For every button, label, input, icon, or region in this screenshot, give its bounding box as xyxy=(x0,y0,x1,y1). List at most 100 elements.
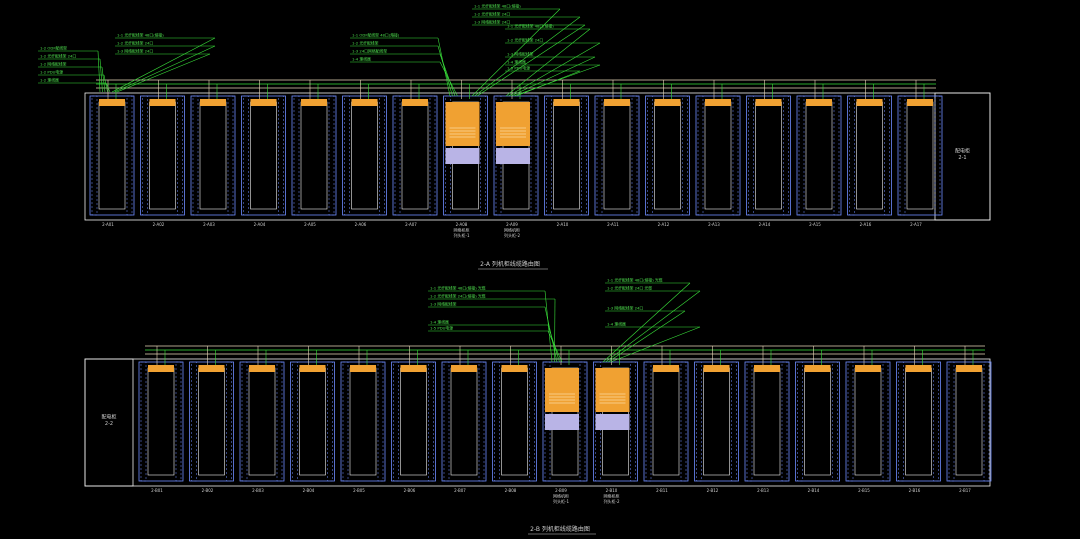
leader-line xyxy=(510,56,596,97)
rack-rail-right xyxy=(529,361,535,482)
network-panel-block xyxy=(545,368,579,412)
rack-rail-left xyxy=(241,361,248,482)
rack-rail-left xyxy=(697,95,704,216)
top-patch-panel xyxy=(99,99,125,106)
rack-label: 2-B01 xyxy=(151,488,163,493)
annotation-text: 1-2 网络配线架 xyxy=(40,62,67,67)
top-patch-panel xyxy=(705,99,731,106)
top-patch-panel xyxy=(905,365,932,372)
rack-rail-right xyxy=(377,361,384,482)
rack-4: 2-A04 xyxy=(241,80,286,227)
leader-line xyxy=(476,24,586,97)
top-patch-panel xyxy=(754,365,780,372)
rack-rail-left xyxy=(140,361,147,482)
annotation-text: 1-4 理线器 xyxy=(607,322,626,327)
annotation-text: 1-1 光纤配线架 48口(熔接) xyxy=(474,4,521,9)
rack-inner xyxy=(603,101,631,210)
rack-outline xyxy=(695,95,741,216)
rack-outline xyxy=(340,361,386,482)
network-panel-block xyxy=(445,102,480,146)
top-patch-panel xyxy=(249,365,275,372)
rack-rail-left xyxy=(748,95,754,216)
rack-outline xyxy=(847,95,892,216)
rack-label: 2-A16 xyxy=(860,222,872,227)
rack-inner xyxy=(654,101,681,210)
rack-4: 2-B04 xyxy=(290,346,335,493)
rack-outline xyxy=(138,361,184,482)
rack-rail-left xyxy=(546,95,552,216)
rack-7: 2-B07 xyxy=(441,346,487,493)
rack-label: 2-B14 xyxy=(808,488,820,493)
leader-line xyxy=(505,28,591,97)
rack-rail-right xyxy=(227,95,234,216)
annotation-text: 1-2 光纤配线架 24口 xyxy=(117,41,153,46)
rack-outline xyxy=(746,95,791,216)
rack-inner xyxy=(553,101,580,210)
leader-line xyxy=(101,66,106,93)
rack-6: 2-B06 xyxy=(391,346,436,493)
rack-rail-right xyxy=(934,95,941,216)
rack-rail-right xyxy=(428,361,434,482)
rack-8: 2-B08 xyxy=(492,346,537,493)
rack-rail-right xyxy=(226,361,232,482)
leader-line xyxy=(111,37,216,93)
leader-line xyxy=(607,310,686,363)
rack-inner xyxy=(804,367,831,476)
rack-rail-left xyxy=(191,361,197,482)
top-patch-panel xyxy=(804,365,831,372)
rack-rail-right xyxy=(833,95,840,216)
rack-16: 2-B16 xyxy=(896,346,941,493)
leader-line xyxy=(114,45,216,93)
rack-inner xyxy=(704,101,732,210)
rack-inner xyxy=(401,101,429,210)
rack-17: 2-A17 xyxy=(897,80,943,227)
rack-outline xyxy=(593,361,638,482)
top-patch-panel xyxy=(703,365,730,372)
row-title: 2-B 列机柜线缆路由图 xyxy=(530,525,590,533)
top-patch-panel xyxy=(402,99,428,106)
top-patch-panel xyxy=(956,365,982,372)
annotation-text: 1-2 PDU电源 xyxy=(40,70,63,75)
rack-13: 2-B13 xyxy=(744,346,790,493)
top-patch-panel xyxy=(553,99,580,106)
annotation-text: 1-3 网络配线架 24口 xyxy=(474,20,510,25)
rack-inner xyxy=(299,367,326,476)
rack-rail-right xyxy=(884,95,890,216)
rack-label: 2-A11 xyxy=(607,222,619,227)
rack-1: 2-A01 xyxy=(89,80,135,227)
top-patch-panel xyxy=(907,99,933,106)
rack-label: 2-A04 xyxy=(254,222,266,227)
rack-rail-left xyxy=(243,95,249,216)
rack-label: 2-B05 xyxy=(353,488,365,493)
rack-rail-left xyxy=(142,95,148,216)
rack-label: 2-B04 xyxy=(303,488,315,493)
rack-outline xyxy=(392,95,438,216)
rack-outline xyxy=(391,361,436,482)
rack-rail-right xyxy=(631,95,638,216)
rack-outline xyxy=(140,95,185,216)
rack-inner xyxy=(805,101,833,210)
rack-outline xyxy=(542,361,588,482)
rack-rail-right xyxy=(680,361,687,482)
rack-rail-right xyxy=(731,361,737,482)
rack-rail-right xyxy=(478,361,485,482)
rack-inner xyxy=(450,367,478,476)
annotation-text: 1-3 网络配线架 24口 xyxy=(117,49,153,54)
rack-10: 2-A10 xyxy=(544,80,589,227)
rack-outline xyxy=(291,95,337,216)
rack-label: 2-B08 xyxy=(505,488,517,493)
rack-rail-left xyxy=(696,361,702,482)
power-unit-block xyxy=(445,148,480,164)
top-patch-panel xyxy=(451,365,477,372)
annotation-text: 1-2 光纤配线架 xyxy=(352,41,379,46)
rack-outline xyxy=(239,361,285,482)
leader-line xyxy=(602,282,691,363)
rack-11: 2-A11 xyxy=(594,80,640,227)
network-panel-block xyxy=(595,368,630,412)
